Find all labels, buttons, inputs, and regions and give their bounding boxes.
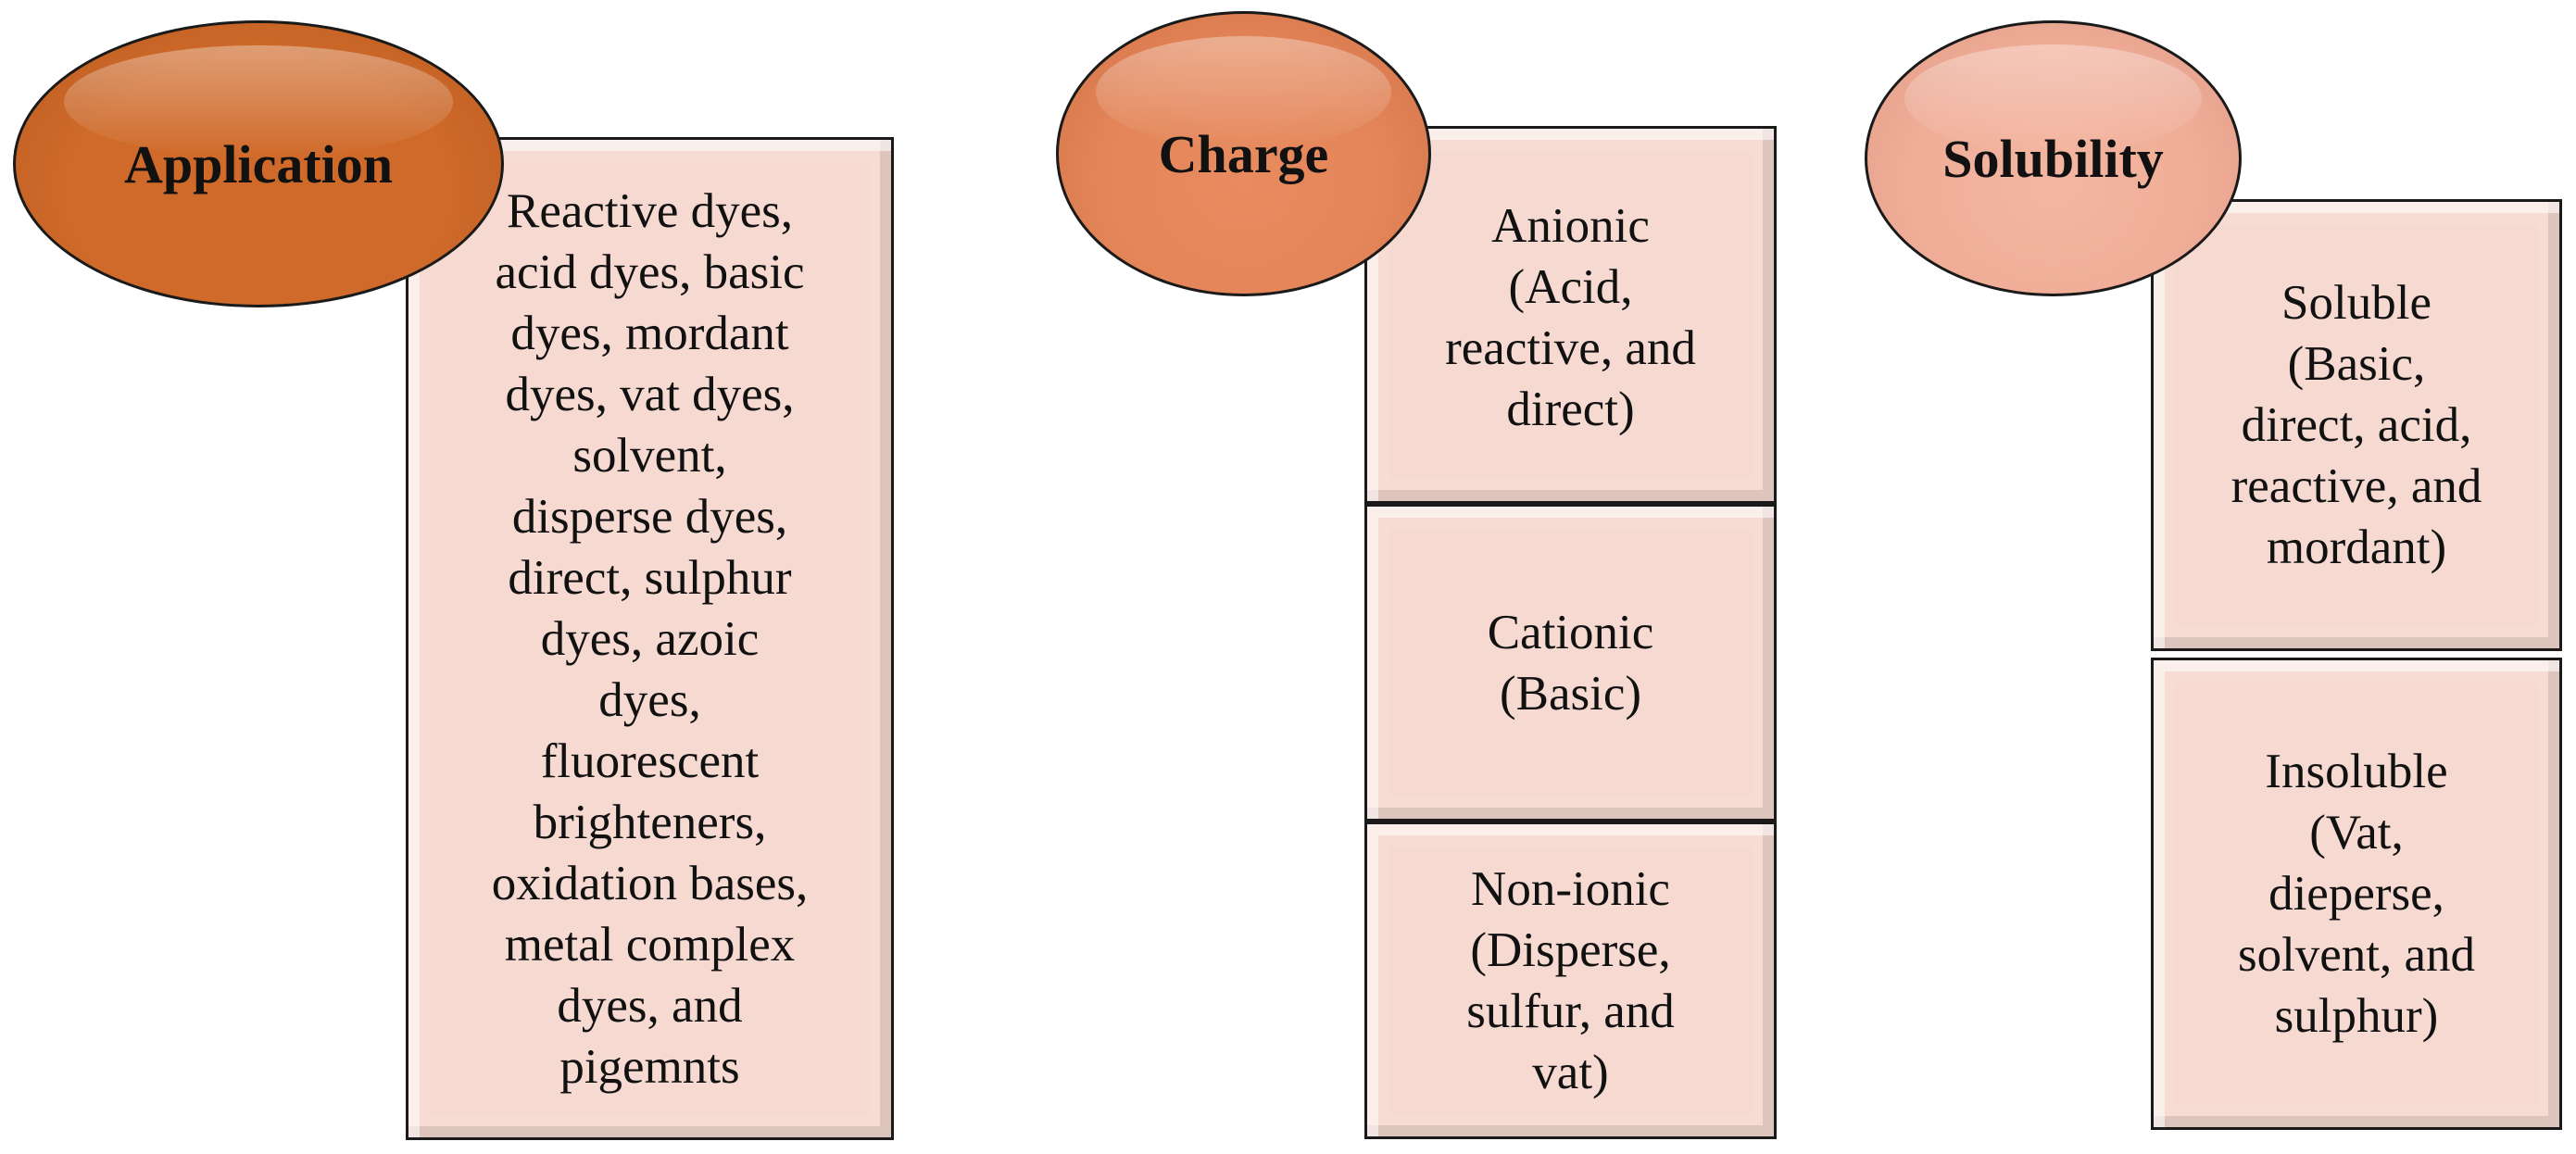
solubility-box-soluble-text: Soluble (Basic, direct, acid, reactive, … [2230, 276, 2482, 574]
solubility-label: Solubility [1942, 128, 2164, 189]
charge-label: Charge [1158, 123, 1329, 184]
solubility-oval: Solubility [1865, 20, 2242, 296]
application-box: Reactive dyes, acid dyes, basic dyes, mo… [406, 137, 894, 1140]
charge-box-nonionic: Non-ionic (Disperse, sulfur, and vat) [1364, 822, 1777, 1139]
application-label: Application [123, 133, 394, 194]
application-oval: Application [13, 20, 504, 307]
solubility-box-insoluble-text: Insoluble (Vat, dieperse, solvent, and s… [2237, 745, 2476, 1043]
solubility-box-soluble: Soluble (Basic, direct, acid, reactive, … [2151, 199, 2562, 651]
charge-box-cationic: Cationic (Basic) [1364, 504, 1777, 822]
charge-box-cationic-text: Cationic (Basic) [1487, 605, 1654, 721]
charge-box-anionic-text: Anionic (Acid, reactive, and direct) [1445, 199, 1696, 436]
charge-box-anionic: Anionic (Acid, reactive, and direct) [1364, 126, 1777, 504]
charge-oval: Charge [1056, 11, 1431, 296]
solubility-box-insoluble: Insoluble (Vat, dieperse, solvent, and s… [2151, 658, 2562, 1130]
application-box-text: Reactive dyes, acid dyes, basic dyes, mo… [491, 183, 809, 1094]
charge-box-nonionic-text: Non-ionic (Disperse, sulfur, and vat) [1466, 861, 1675, 1099]
